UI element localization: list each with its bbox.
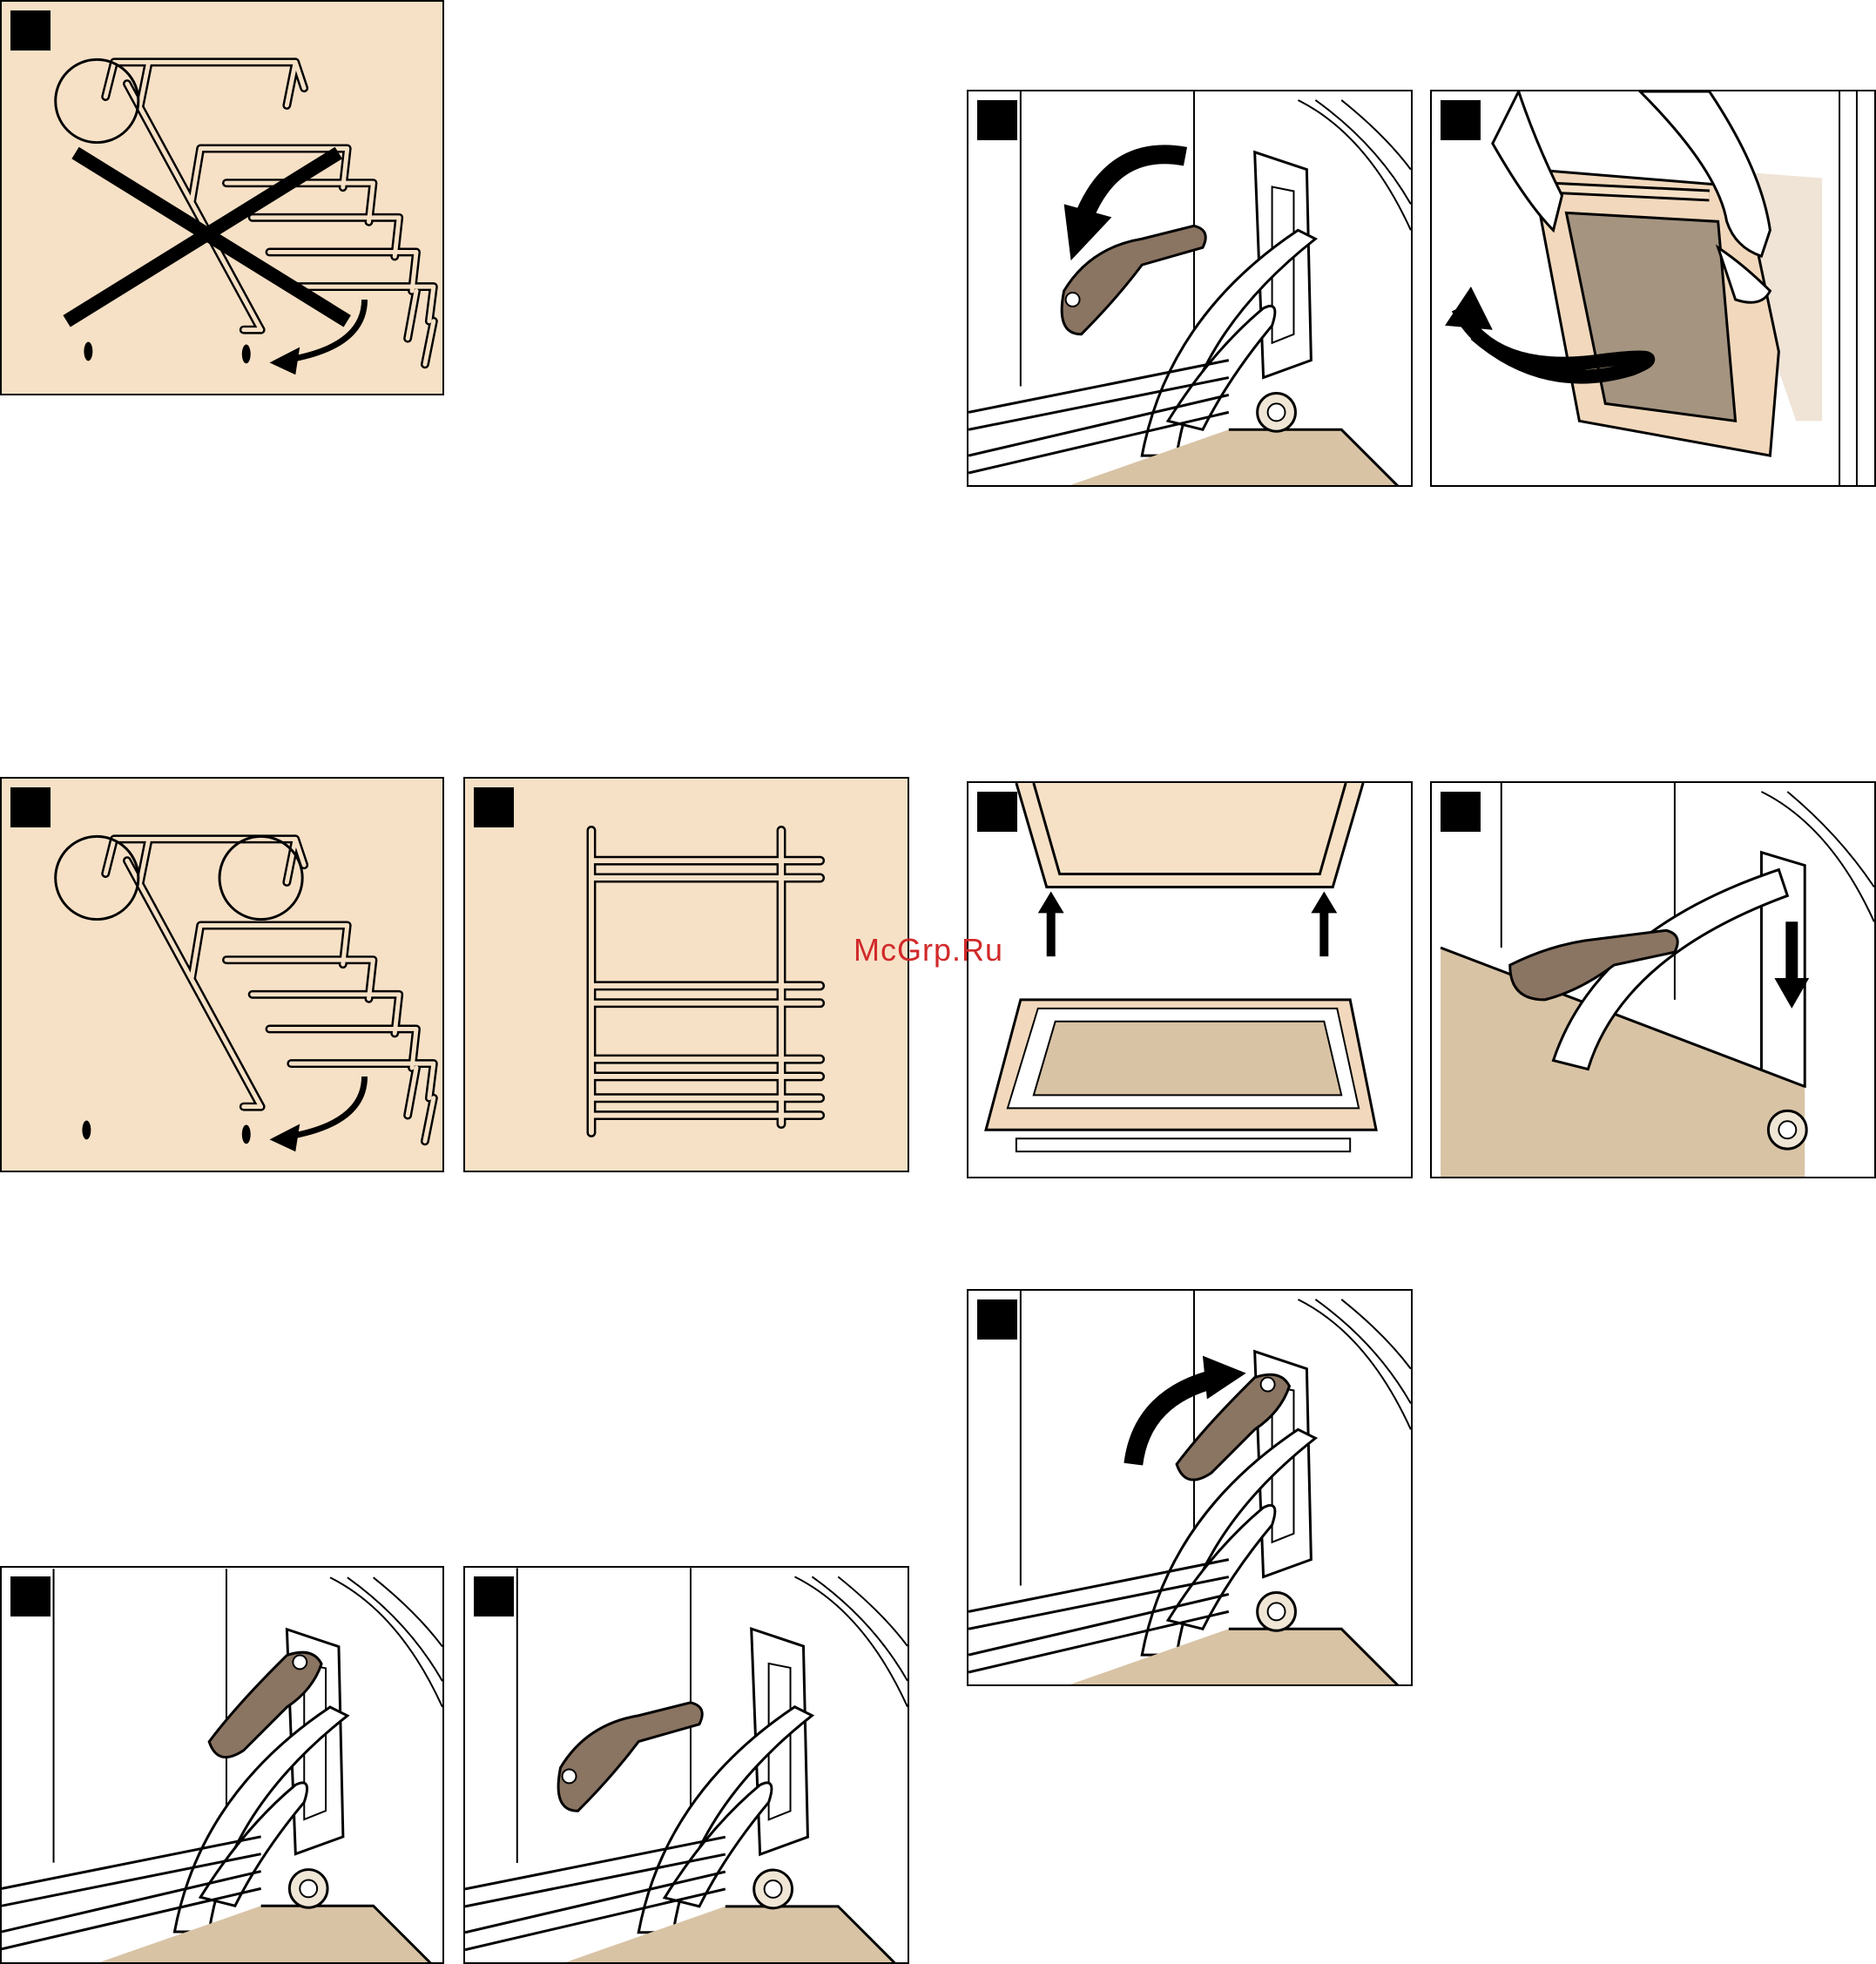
hands-lifting-door-illustration <box>1432 91 1874 485</box>
step-number-box <box>1441 792 1481 832</box>
panel-rack-front-view <box>463 777 909 1172</box>
watermark-text: McGrp.Ru <box>854 932 1003 969</box>
panel-hinge-lever-open <box>967 90 1413 487</box>
step-number-box <box>474 787 514 827</box>
step-number-box <box>10 10 51 51</box>
panel-hinge-lever-down <box>463 1566 909 1964</box>
step-number-box <box>10 787 51 827</box>
panel-door-lift-off <box>1430 90 1876 487</box>
step-number-box <box>977 792 1017 832</box>
step-number-box <box>977 1299 1017 1340</box>
hinge-lever-swing-up-illustration <box>968 1291 1411 1684</box>
step-number-box <box>1441 100 1481 140</box>
step-number-box <box>977 100 1017 140</box>
panel-hinge-lever-close <box>967 1289 1413 1686</box>
panel-door-lower-onto-hinge <box>1430 781 1876 1178</box>
hinge-lever-up-illustration <box>2 1568 442 1962</box>
panel-rack-removal-wrong <box>0 0 444 395</box>
panel-hinge-lever-up <box>0 1566 444 1964</box>
step-number-box <box>474 1576 514 1616</box>
hinge-arrow-down-illustration <box>1432 783 1874 1177</box>
hinge-lever-down-illustration <box>465 1568 908 1962</box>
door-insert-arrows-up-illustration <box>968 783 1411 1177</box>
step-number-box <box>10 1576 51 1616</box>
panel-door-insert <box>967 781 1413 1178</box>
crossed-out-rack-illustration <box>2 2 442 394</box>
panel-rack-removal <box>0 777 444 1172</box>
rack-front-illustration <box>465 779 908 1171</box>
rack-with-circled-hooks-illustration <box>2 779 442 1171</box>
hinge-lever-swing-down-illustration <box>968 91 1411 485</box>
